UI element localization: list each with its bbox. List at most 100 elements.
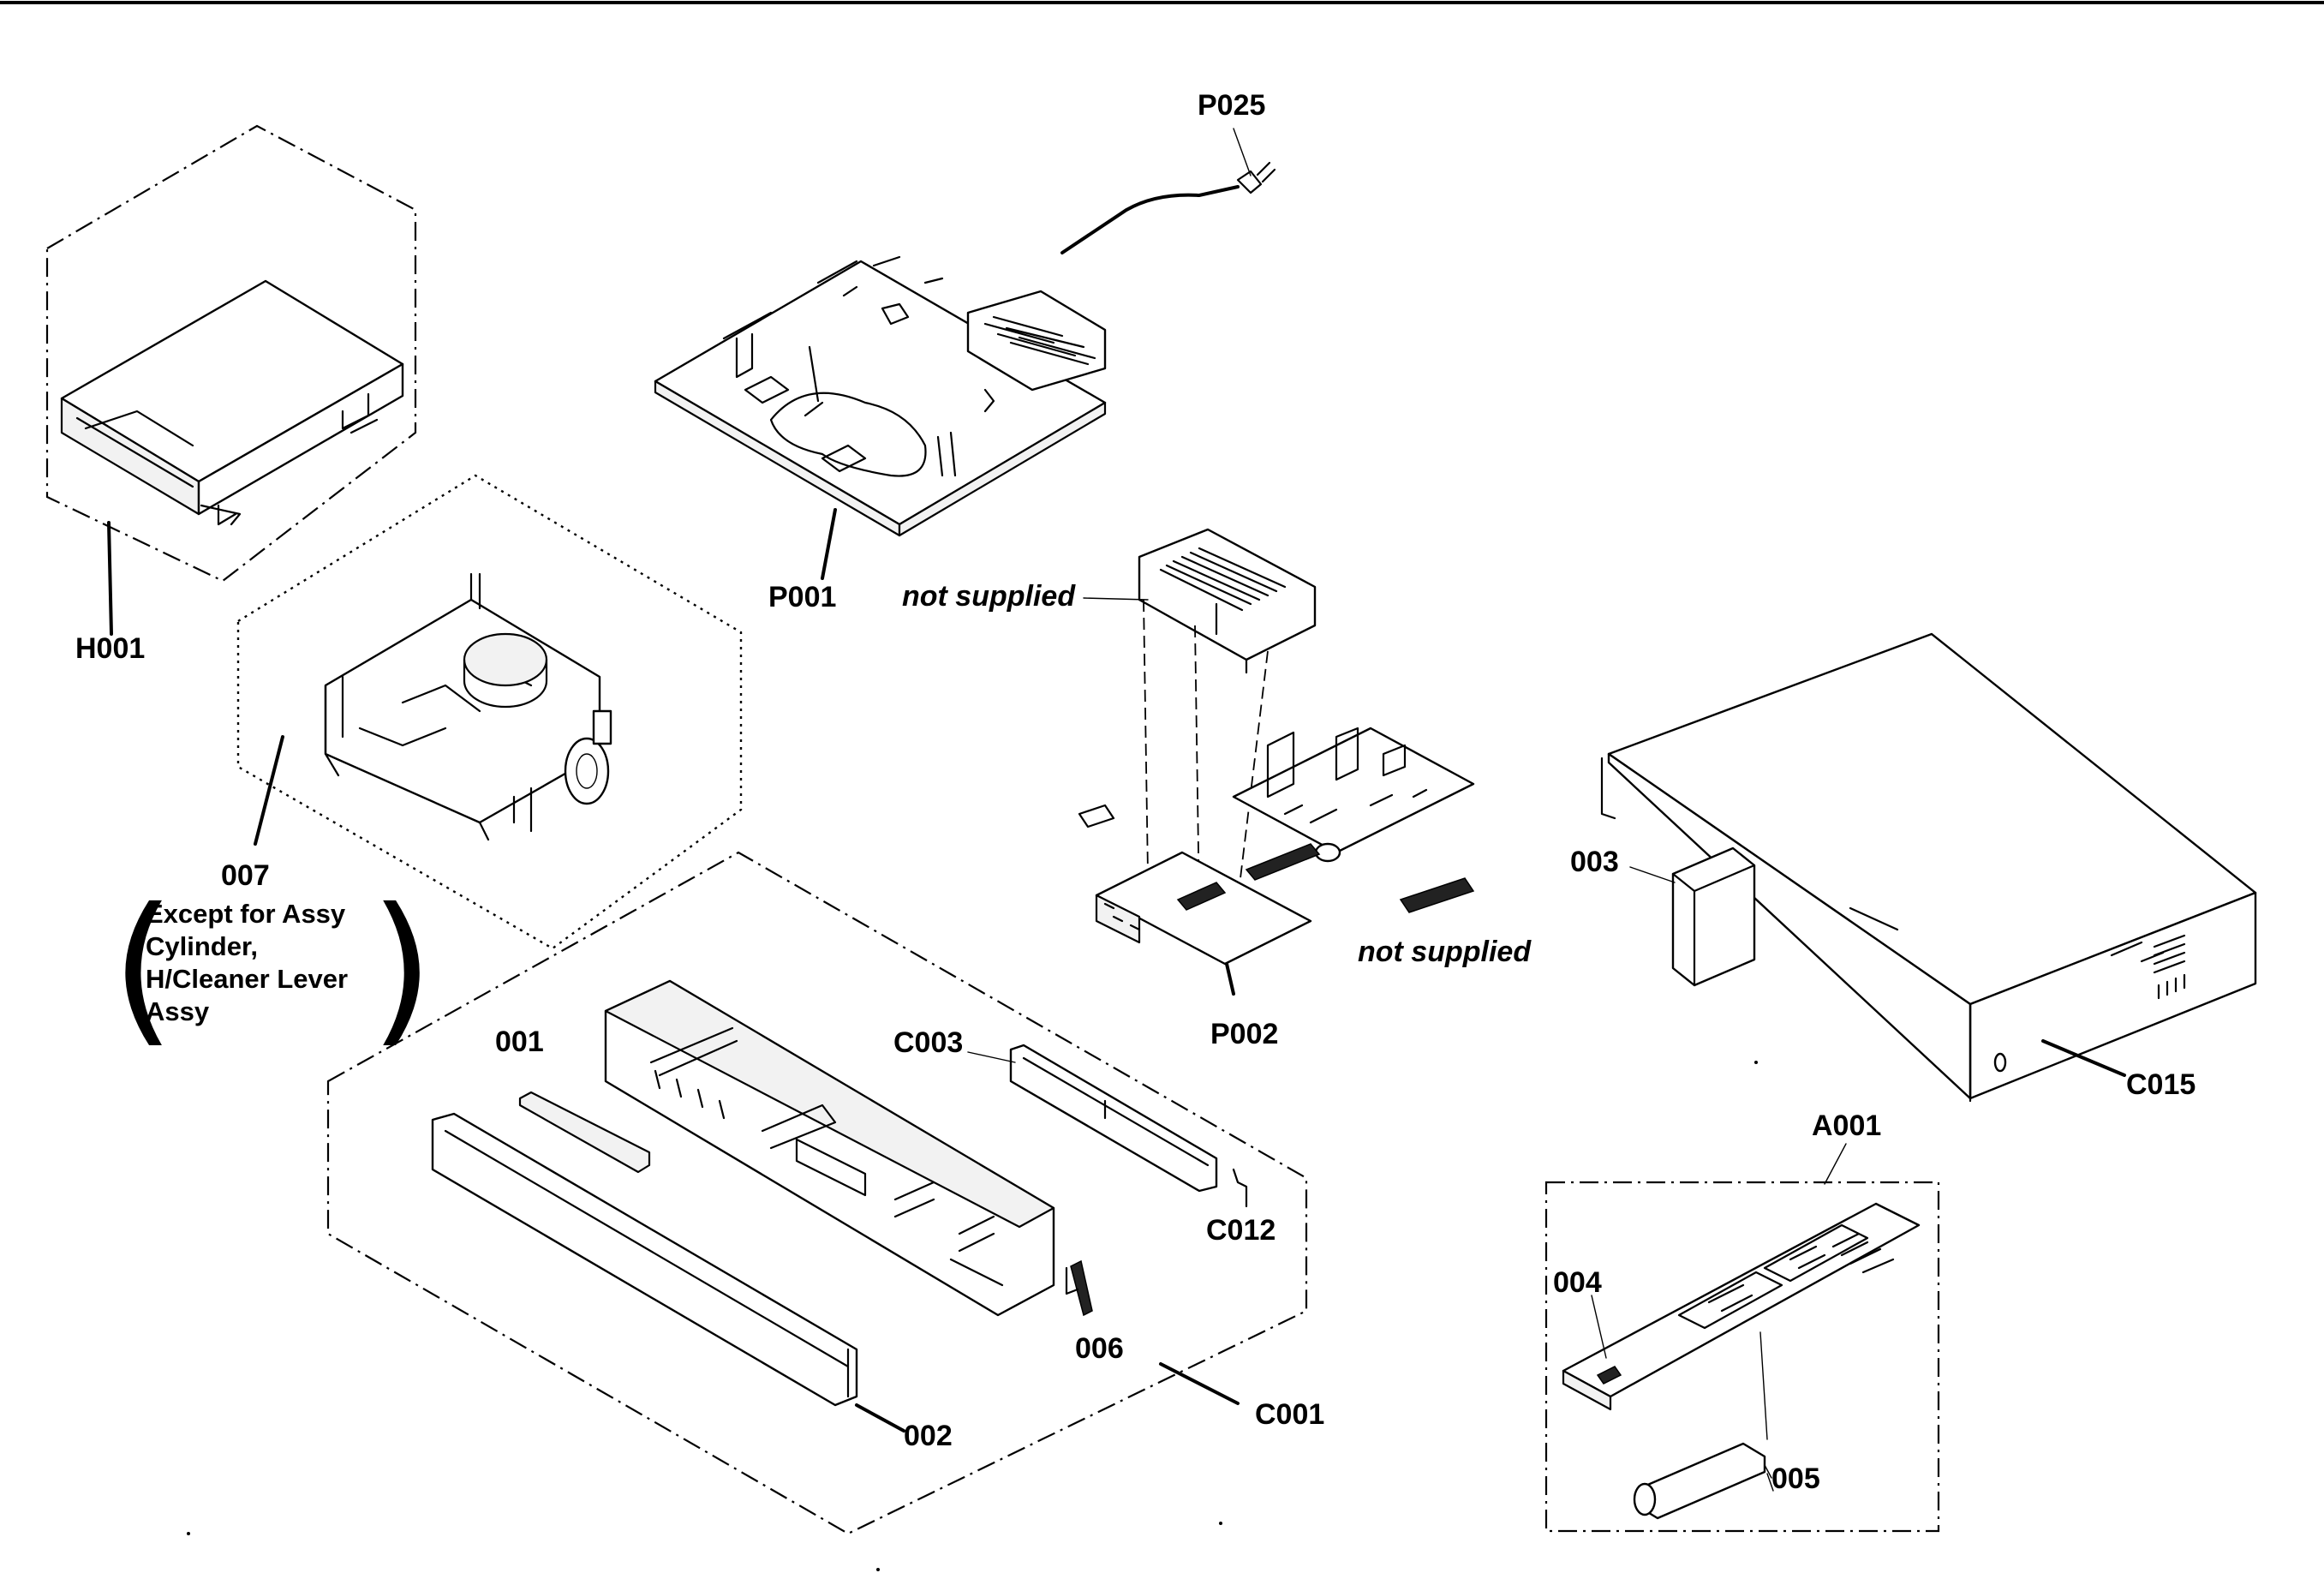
ribbon-cable-1 (1176, 882, 1227, 911)
hdd-group: H001 (45, 124, 417, 665)
c001-leader (1159, 1362, 1240, 1405)
heatsink-fins (983, 315, 1096, 366)
label-c001: C001 (1255, 1398, 1324, 1431)
remote-logo (1596, 1366, 1622, 1385)
part-006-base (1065, 1266, 1079, 1295)
label-006: 006 (1075, 1332, 1124, 1365)
note-007-line-3: H/Cleaner Lever (146, 964, 348, 994)
part-005-leader (1764, 1464, 1774, 1492)
hdd-front-slot (75, 410, 242, 526)
scan-specks (187, 1061, 1758, 1571)
label-003: 003 (1570, 846, 1619, 878)
remote-assembly-line (1759, 1331, 1768, 1440)
label-002: 002 (904, 1420, 953, 1452)
label-p025: P025 (1198, 89, 1265, 122)
remote-body-side (1562, 1369, 1612, 1411)
part-005-cover (1636, 1442, 1766, 1520)
cushion-group: 003 (1570, 846, 1756, 987)
label-c003: C003 (893, 1026, 963, 1059)
label-not-supplied-bottom: not supplied (1358, 936, 1532, 968)
part-c003-bracket (1009, 1044, 1218, 1193)
main-board-heatsink (966, 290, 1107, 392)
remote-buttons (1677, 1223, 1895, 1330)
l003-leader (1629, 866, 1676, 883)
note-007-line-2: Cylinder, (146, 931, 258, 961)
main-board-components (735, 277, 995, 477)
hdd-brackets (217, 392, 379, 526)
scan-speck (1754, 1061, 1758, 1064)
a001-leader (1824, 1143, 1847, 1185)
part-005-end (1633, 1482, 1657, 1516)
label-p001: P001 (768, 581, 836, 613)
front-panel-top (604, 979, 1055, 1229)
scan-speck (876, 1568, 880, 1571)
cushion-front (1671, 846, 1756, 987)
sub-board-upper (1232, 727, 1475, 854)
ribbon-cable-2 (1245, 843, 1321, 881)
cover-vents (2153, 934, 2186, 1000)
bracket-top (1138, 528, 1317, 661)
main-board-connectors (722, 255, 901, 340)
label-p002: P002 (1210, 1018, 1278, 1050)
c003-leader (967, 1051, 1016, 1063)
part-c003-details (1022, 1056, 1210, 1167)
drum-side (463, 658, 548, 709)
hdd-side-face (197, 362, 404, 516)
note-007-line-1: Except for Assy (146, 899, 346, 929)
cushion-edges (1671, 864, 1756, 987)
remote-group: A001 004 005 (1544, 1110, 1940, 1533)
remote-boundary (1544, 1181, 1940, 1533)
main-board-edge-right (898, 401, 1107, 537)
power-cord-group: P025 (1060, 89, 1276, 254)
front-panel-boundary (326, 851, 1308, 1535)
power-cord (1060, 185, 1240, 254)
label-001: 001 (495, 1026, 544, 1058)
l002-leader (855, 1403, 905, 1432)
note-007-line-4: Assy (146, 996, 210, 1026)
part-c012-spring (1232, 1168, 1248, 1208)
part-006-lever (1070, 1259, 1093, 1317)
mechanism-reel (564, 737, 610, 805)
front-panel-buttons (649, 1026, 1004, 1287)
label-h001: H001 (75, 632, 145, 665)
sub-board-upper-components (1266, 727, 1428, 824)
mechanism-frame (324, 598, 601, 824)
front-panel-display (795, 1138, 867, 1197)
part-002-door (431, 1112, 858, 1407)
note-007-brace-right: ) (370, 873, 433, 1062)
p025-leader (1233, 128, 1252, 176)
label-c015: C015 (2126, 1068, 2196, 1101)
p001-leader (821, 508, 837, 580)
mechanism-reel-inner (576, 753, 598, 789)
label-c012: C012 (1206, 1214, 1276, 1247)
label-007: 007 (221, 859, 270, 892)
power-cord-plug (1236, 161, 1276, 194)
label-a001: A001 (1812, 1110, 1881, 1142)
cover-details (1600, 757, 2165, 1103)
hdd-boundary (45, 124, 417, 583)
h001-leader (107, 521, 113, 636)
main-board-group: P001 (654, 255, 1107, 613)
label-not-supplied-top: not supplied (902, 580, 1076, 613)
not-supplied-top-leader (1083, 597, 1149, 601)
bracket-top-grill (1159, 547, 1287, 674)
c015-leader (2041, 1039, 2126, 1077)
l004-leader (1591, 1295, 1607, 1359)
ribbon-cable-3 (1399, 877, 1475, 913)
sub-board-lower-components (1078, 804, 1141, 931)
label-005: 005 (1771, 1462, 1820, 1495)
scan-speck (1219, 1522, 1222, 1525)
mechanism-group: 007 ( ) Except for Assy Cylinder, H/Clea… (111, 474, 743, 1062)
cover-screw-hole (1993, 1052, 2007, 1073)
mechanism-post (592, 709, 612, 745)
label-004: 004 (1553, 1266, 1602, 1299)
part-002-details (444, 1129, 850, 1398)
sub-board-capacitor (1314, 842, 1341, 863)
sub-board-lower (1095, 851, 1312, 966)
mechanism-drum (463, 632, 548, 687)
part-001-window (518, 1091, 651, 1174)
mechanism-boundary (236, 474, 743, 950)
scan-speck (187, 1532, 190, 1535)
front-panel-group: 001 002 C003 C012 006 C001 (326, 851, 1324, 1535)
